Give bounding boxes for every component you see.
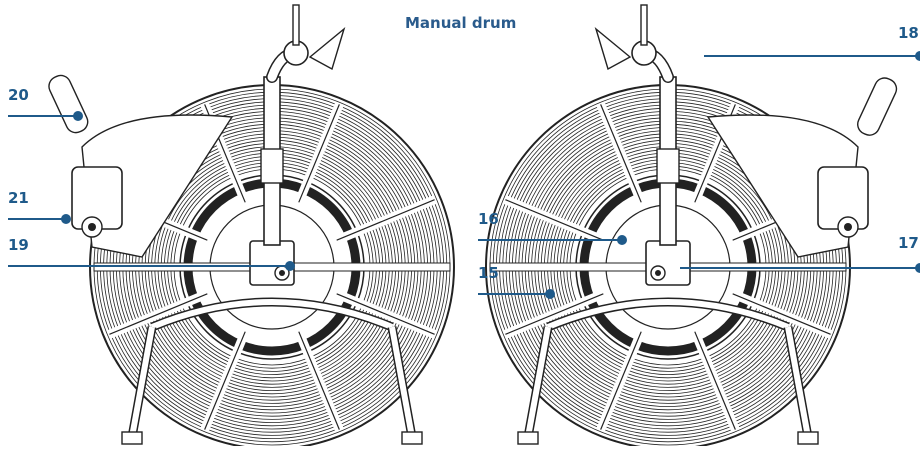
leader-21-dot: [61, 214, 71, 224]
callout-20: 20: [8, 86, 29, 104]
frame-arch-inner: [150, 299, 394, 330]
lever: [308, 26, 346, 71]
diagram-title: Manual drum: [405, 14, 517, 32]
leader-20-dot: [73, 111, 83, 121]
antenna-post: [640, 4, 648, 46]
tube-collar: [656, 148, 680, 184]
frame-legs: [121, 297, 423, 445]
antenna-post: [292, 4, 300, 46]
leader-15-dot: [545, 289, 555, 299]
spoke: [109, 293, 208, 335]
guide-roller-hub: [844, 223, 852, 231]
callout-21: 21: [8, 189, 29, 207]
foot: [797, 431, 819, 445]
leader-18-dot: [915, 51, 920, 61]
spoke: [336, 199, 435, 241]
callout-15: 15: [478, 264, 499, 282]
leg-inner: [525, 326, 551, 438]
spoke: [600, 104, 642, 203]
tube-collar: [260, 148, 284, 184]
lever: [594, 26, 632, 71]
spoke: [732, 293, 831, 335]
foot: [517, 431, 539, 445]
leg-inner: [389, 326, 415, 438]
callout-19: 19: [8, 236, 29, 254]
frame-arch-inner: [546, 299, 790, 330]
spoke: [600, 331, 642, 430]
connector-pin: [279, 270, 285, 276]
leader-19-dot: [285, 261, 295, 271]
connector-pin: [655, 270, 661, 276]
leader-17-dot: [915, 263, 920, 273]
handle-grip: [48, 74, 89, 134]
spoke: [505, 199, 604, 241]
spoke: [204, 331, 246, 430]
callout-leader-lines: [8, 51, 920, 299]
callout-18: 18: [898, 24, 919, 42]
left-drum-view: [48, 4, 455, 450]
leader-16-dot: [617, 235, 627, 245]
foot: [401, 431, 423, 445]
spoke: [336, 293, 435, 335]
guide-roller-hub: [88, 223, 96, 231]
foot: [121, 431, 143, 445]
handle-grip: [857, 77, 898, 136]
spoke: [298, 104, 340, 203]
leg-inner: [785, 326, 811, 438]
right-drum-view: [485, 4, 898, 450]
spoke: [505, 293, 604, 335]
callout-16: 16: [478, 210, 499, 228]
callout-17: 17: [898, 234, 919, 252]
spoke: [298, 331, 340, 430]
spoke: [694, 331, 736, 430]
leg-inner: [129, 326, 155, 438]
frame-legs: [517, 297, 819, 445]
